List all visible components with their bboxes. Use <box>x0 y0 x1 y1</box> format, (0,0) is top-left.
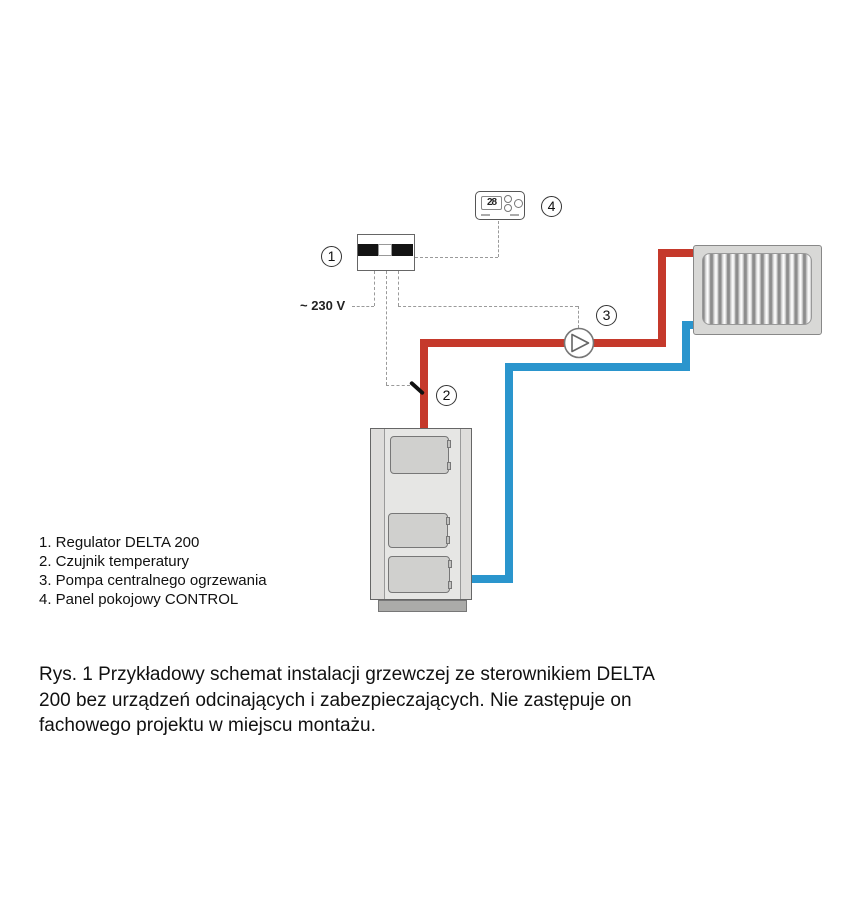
door-hinge-icon <box>446 517 450 525</box>
caption-line: fachowego projektu w miejscu montażu. <box>39 715 376 736</box>
boiler-lower-door <box>388 556 452 593</box>
supply-pipe-main <box>420 339 666 347</box>
wire-sensor-horizontal <box>386 385 410 386</box>
wire-sensor-drop <box>386 271 387 385</box>
panel-mode-button-icon <box>514 199 523 208</box>
callout-2-sensor: 2 <box>436 385 457 406</box>
pump-icon <box>563 327 595 359</box>
return-pipe-boiler-stub <box>470 575 513 583</box>
voltage-label: ~ 230 V <box>300 298 346 313</box>
regulator-band <box>392 244 413 256</box>
regulator-delta-200 <box>357 234 415 271</box>
room-panel-control: 28 <box>475 191 525 220</box>
wire-pump-drop <box>398 271 399 306</box>
callout-1-regulator: 1 <box>321 246 342 267</box>
wire-pump-vertical <box>578 306 579 328</box>
door-hinge-icon <box>447 462 451 470</box>
panel-display: 28 <box>481 196 502 210</box>
legend-item: 2. Czujnik temperatury <box>39 553 190 570</box>
wire-230v-horizontal <box>352 306 374 307</box>
regulator-band-window <box>378 244 392 256</box>
panel-label-right <box>510 214 519 216</box>
return-pipe-main <box>505 363 690 371</box>
callout-4-panel: 4 <box>541 196 562 217</box>
boiler-right-column <box>460 429 471 599</box>
callout-3-pump: 3 <box>596 305 617 326</box>
boiler <box>370 428 472 600</box>
boiler-base <box>378 600 467 612</box>
return-pipe-left-drop <box>505 363 513 583</box>
legend-item: 3. Pompa centralnego ogrzewania <box>39 572 267 589</box>
supply-pipe-radiator-riser <box>658 249 666 347</box>
legend-item: 1. Regulator DELTA 200 <box>39 534 200 551</box>
wire-panel-horizontal <box>415 257 498 258</box>
door-hinge-icon <box>447 440 451 448</box>
regulator-band <box>358 244 378 256</box>
radiator-ribs <box>702 253 812 325</box>
wire-230v-feed <box>374 271 375 306</box>
return-pipe-right-drop <box>682 321 690 371</box>
wire-pump-horizontal <box>398 306 578 307</box>
boiler-middle-door <box>388 513 450 548</box>
door-hinge-icon <box>448 581 452 589</box>
boiler-left-column <box>371 429 385 599</box>
panel-down-button-icon <box>504 204 512 212</box>
legend-item: 4. Panel pokojowy CONTROL <box>39 591 239 608</box>
boiler-upper-door <box>390 436 451 474</box>
door-hinge-icon <box>448 560 452 568</box>
radiator <box>693 245 822 335</box>
caption-line: Rys. 1 Przykładowy schemat instalacji gr… <box>39 664 655 685</box>
figure-caption: Rys. 1 Przykładowy schemat instalacji gr… <box>39 662 655 739</box>
door-hinge-icon <box>446 536 450 544</box>
supply-pipe-boiler-riser <box>420 341 428 429</box>
panel-up-button-icon <box>504 195 512 203</box>
legend: 1. Regulator DELTA 200 2. Czujnik temper… <box>39 533 267 609</box>
caption-line: 200 bez urządzeń odcinających i zabezpie… <box>39 689 632 711</box>
panel-label-left <box>481 214 490 216</box>
wire-panel-vertical <box>498 221 499 257</box>
supply-pipe-radiator-stub <box>658 249 695 257</box>
